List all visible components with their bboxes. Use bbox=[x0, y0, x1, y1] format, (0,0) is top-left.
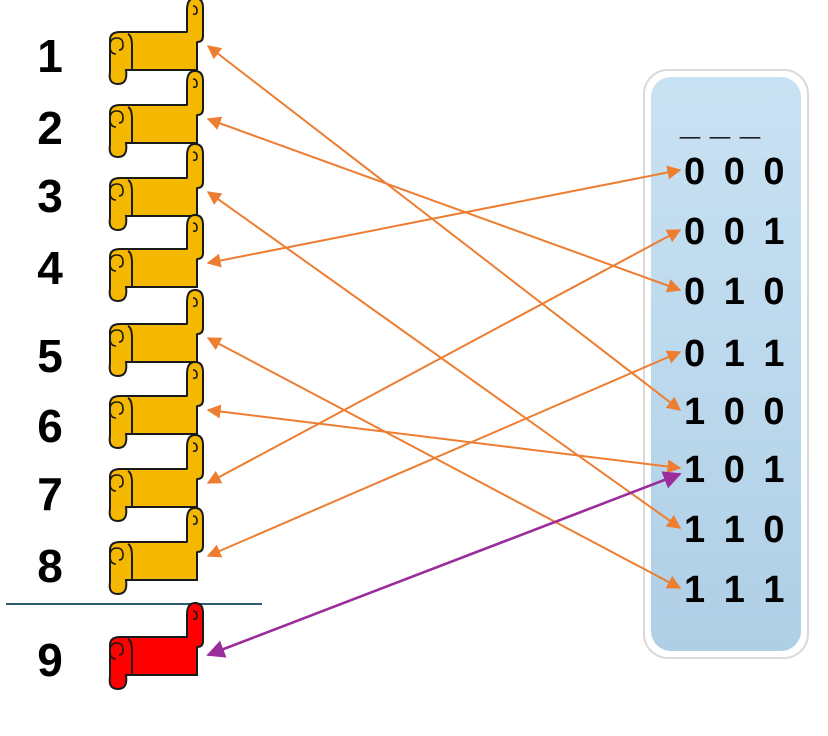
code-row: 0 1 0 bbox=[684, 271, 789, 313]
mapping-arrow bbox=[206, 165, 682, 268]
scroll-number: 6 bbox=[37, 400, 63, 452]
scroll-number: 3 bbox=[37, 170, 63, 222]
scroll-icon bbox=[108, 433, 204, 523]
scroll-icon bbox=[108, 360, 204, 450]
code-panel: _ _ _ 0 0 0 0 0 1 0 1 0 0 1 1 1 0 0 1 0 1 1 1 … bbox=[643, 69, 809, 659]
scroll-icon bbox=[108, 288, 204, 378]
scroll-number: 8 bbox=[37, 540, 63, 592]
code-row: 0 1 1 bbox=[684, 333, 789, 375]
code-header: _ _ _ bbox=[679, 101, 761, 142]
code-row: 0 0 1 bbox=[684, 211, 789, 253]
scroll-icon bbox=[108, 506, 204, 596]
scroll-number: 2 bbox=[37, 102, 63, 154]
scroll-icon bbox=[108, 142, 204, 232]
scroll-number: 1 bbox=[37, 30, 63, 82]
scroll-number: 9 bbox=[37, 634, 63, 686]
mapping-arrow bbox=[206, 404, 682, 474]
mapping-arrow bbox=[206, 191, 682, 529]
mapping-arrow bbox=[206, 471, 682, 658]
code-row: 1 1 0 bbox=[684, 509, 789, 551]
scroll-icon bbox=[108, 213, 204, 303]
scroll-number: 5 bbox=[37, 330, 63, 382]
scroll-number: 4 bbox=[37, 242, 63, 294]
scroll-icon bbox=[108, 0, 204, 86]
code-row: 1 0 0 bbox=[684, 391, 789, 433]
scroll-number: 7 bbox=[37, 468, 63, 520]
mapping-arrow bbox=[206, 116, 682, 293]
scroll-icon bbox=[108, 601, 204, 691]
mapping-arrow bbox=[206, 337, 682, 589]
mapping-arrow bbox=[206, 350, 682, 558]
code-row: 0 0 0 bbox=[684, 151, 789, 193]
code-row: 1 0 1 bbox=[684, 449, 789, 491]
code-row: 1 1 1 bbox=[684, 569, 789, 611]
scroll-icon bbox=[108, 69, 204, 159]
